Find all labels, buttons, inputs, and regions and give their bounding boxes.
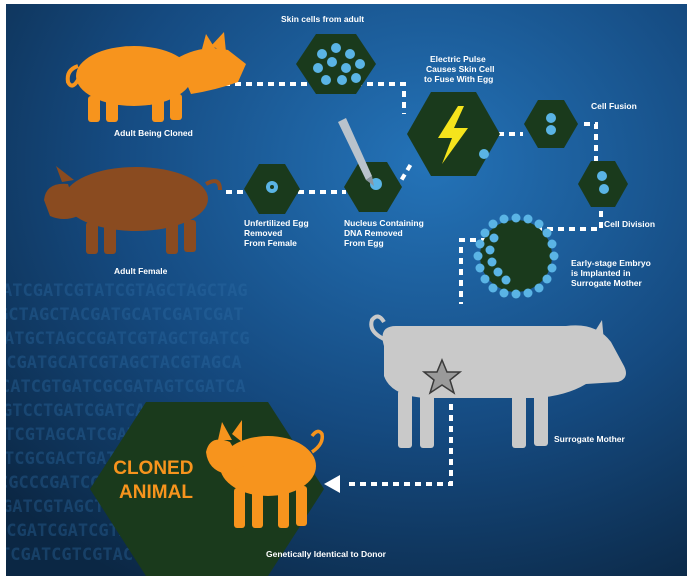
label-electric-pulse: Electric Pulse Causes Skin Cell to Fuse …	[424, 54, 497, 84]
pulse-cell	[479, 149, 489, 159]
fusion-cell	[546, 125, 556, 135]
label-genetically-identical: Genetically Identical to Donor	[266, 549, 387, 559]
dna-row: ATGCTAGCCGATCGTAGCTGATCG	[6, 329, 250, 349]
dna-row: TCGATGCATCGTAGCTACGTAGCA	[6, 353, 242, 373]
label-cell-fusion: Cell Fusion	[591, 101, 637, 111]
label-skin-cells: Skin cells from adult	[281, 14, 364, 24]
cloning-diagram: ATCGATCGTATCGTAGCTAGCTAG GCTAGCTACGATGCA…	[6, 4, 687, 576]
dna-row: GCTAGCTACGATGCATCGATCGAT	[6, 305, 244, 325]
division-cell	[599, 184, 609, 194]
label-adult-cloned: Adult Being Cloned	[114, 128, 193, 138]
label-adult-female: Adult Female	[114, 266, 168, 276]
fusion-cell	[546, 113, 556, 123]
division-cell	[597, 171, 607, 181]
label-surrogate: Surrogate Mother	[554, 434, 626, 444]
dna-row: ATCGATCGTATCGTAGCTAGCTAG	[6, 281, 248, 301]
egg-nucleus	[270, 185, 274, 189]
label-cell-division: Cell Division	[604, 219, 655, 229]
dna-row: CATCGTGATCGCGATAGTCGATCA	[6, 377, 246, 397]
